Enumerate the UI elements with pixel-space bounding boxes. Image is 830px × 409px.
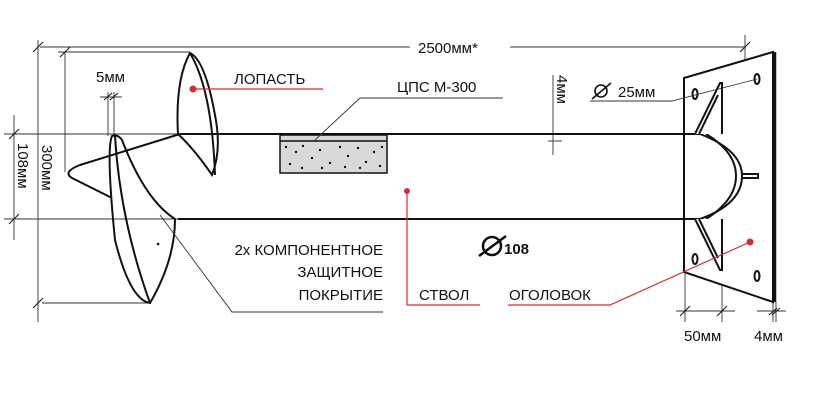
upper-blade: [176, 51, 219, 178]
svg-text:108: 108: [504, 241, 529, 258]
bolt-hole-icon: [691, 253, 699, 265]
pipe-diameter-label: 108: [478, 234, 529, 258]
wall-thickness-dimension: 4мм: [553, 75, 570, 104]
svg-text:25мм: 25мм: [618, 84, 655, 101]
coating-label-line1: 2х КОМПОНЕНТНОЕ: [234, 242, 383, 259]
concrete-label: ЦПС М-300: [397, 79, 476, 96]
lower-blade: [108, 134, 177, 305]
coating-label-line2: ЗАЩИТНОЕ: [297, 264, 383, 281]
bolt-hole-icon: [753, 73, 761, 85]
head-label: ОГОЛОВОК: [509, 287, 591, 304]
head-plate: [683, 50, 777, 304]
plate-thickness-dimension: 4мм: [754, 328, 783, 345]
length-dimension: 2500мм*: [418, 40, 478, 57]
leader-lines: [159, 78, 758, 313]
concrete-fill: [279, 134, 388, 174]
blade-label: ЛОПАСТЬ: [234, 71, 305, 88]
hole-diameter-label: 25мм: [591, 82, 655, 101]
blade-thickness-dimension: 5мм: [96, 69, 125, 86]
blade-diameter-dimension: 300мм: [38, 145, 55, 191]
coating-label-line3: ПОКРЫТИЕ: [299, 287, 383, 304]
pipe-shaft: [67, 133, 685, 220]
shaft-label: СТВОЛ: [419, 287, 469, 304]
rib-width-dimension: 50мм: [684, 328, 721, 345]
pipe-diameter-dimension: 108мм: [14, 143, 31, 189]
bolt-hole-icon: [753, 270, 761, 282]
dimension-lines: [4, 35, 786, 322]
blade-dot: [156, 242, 160, 246]
